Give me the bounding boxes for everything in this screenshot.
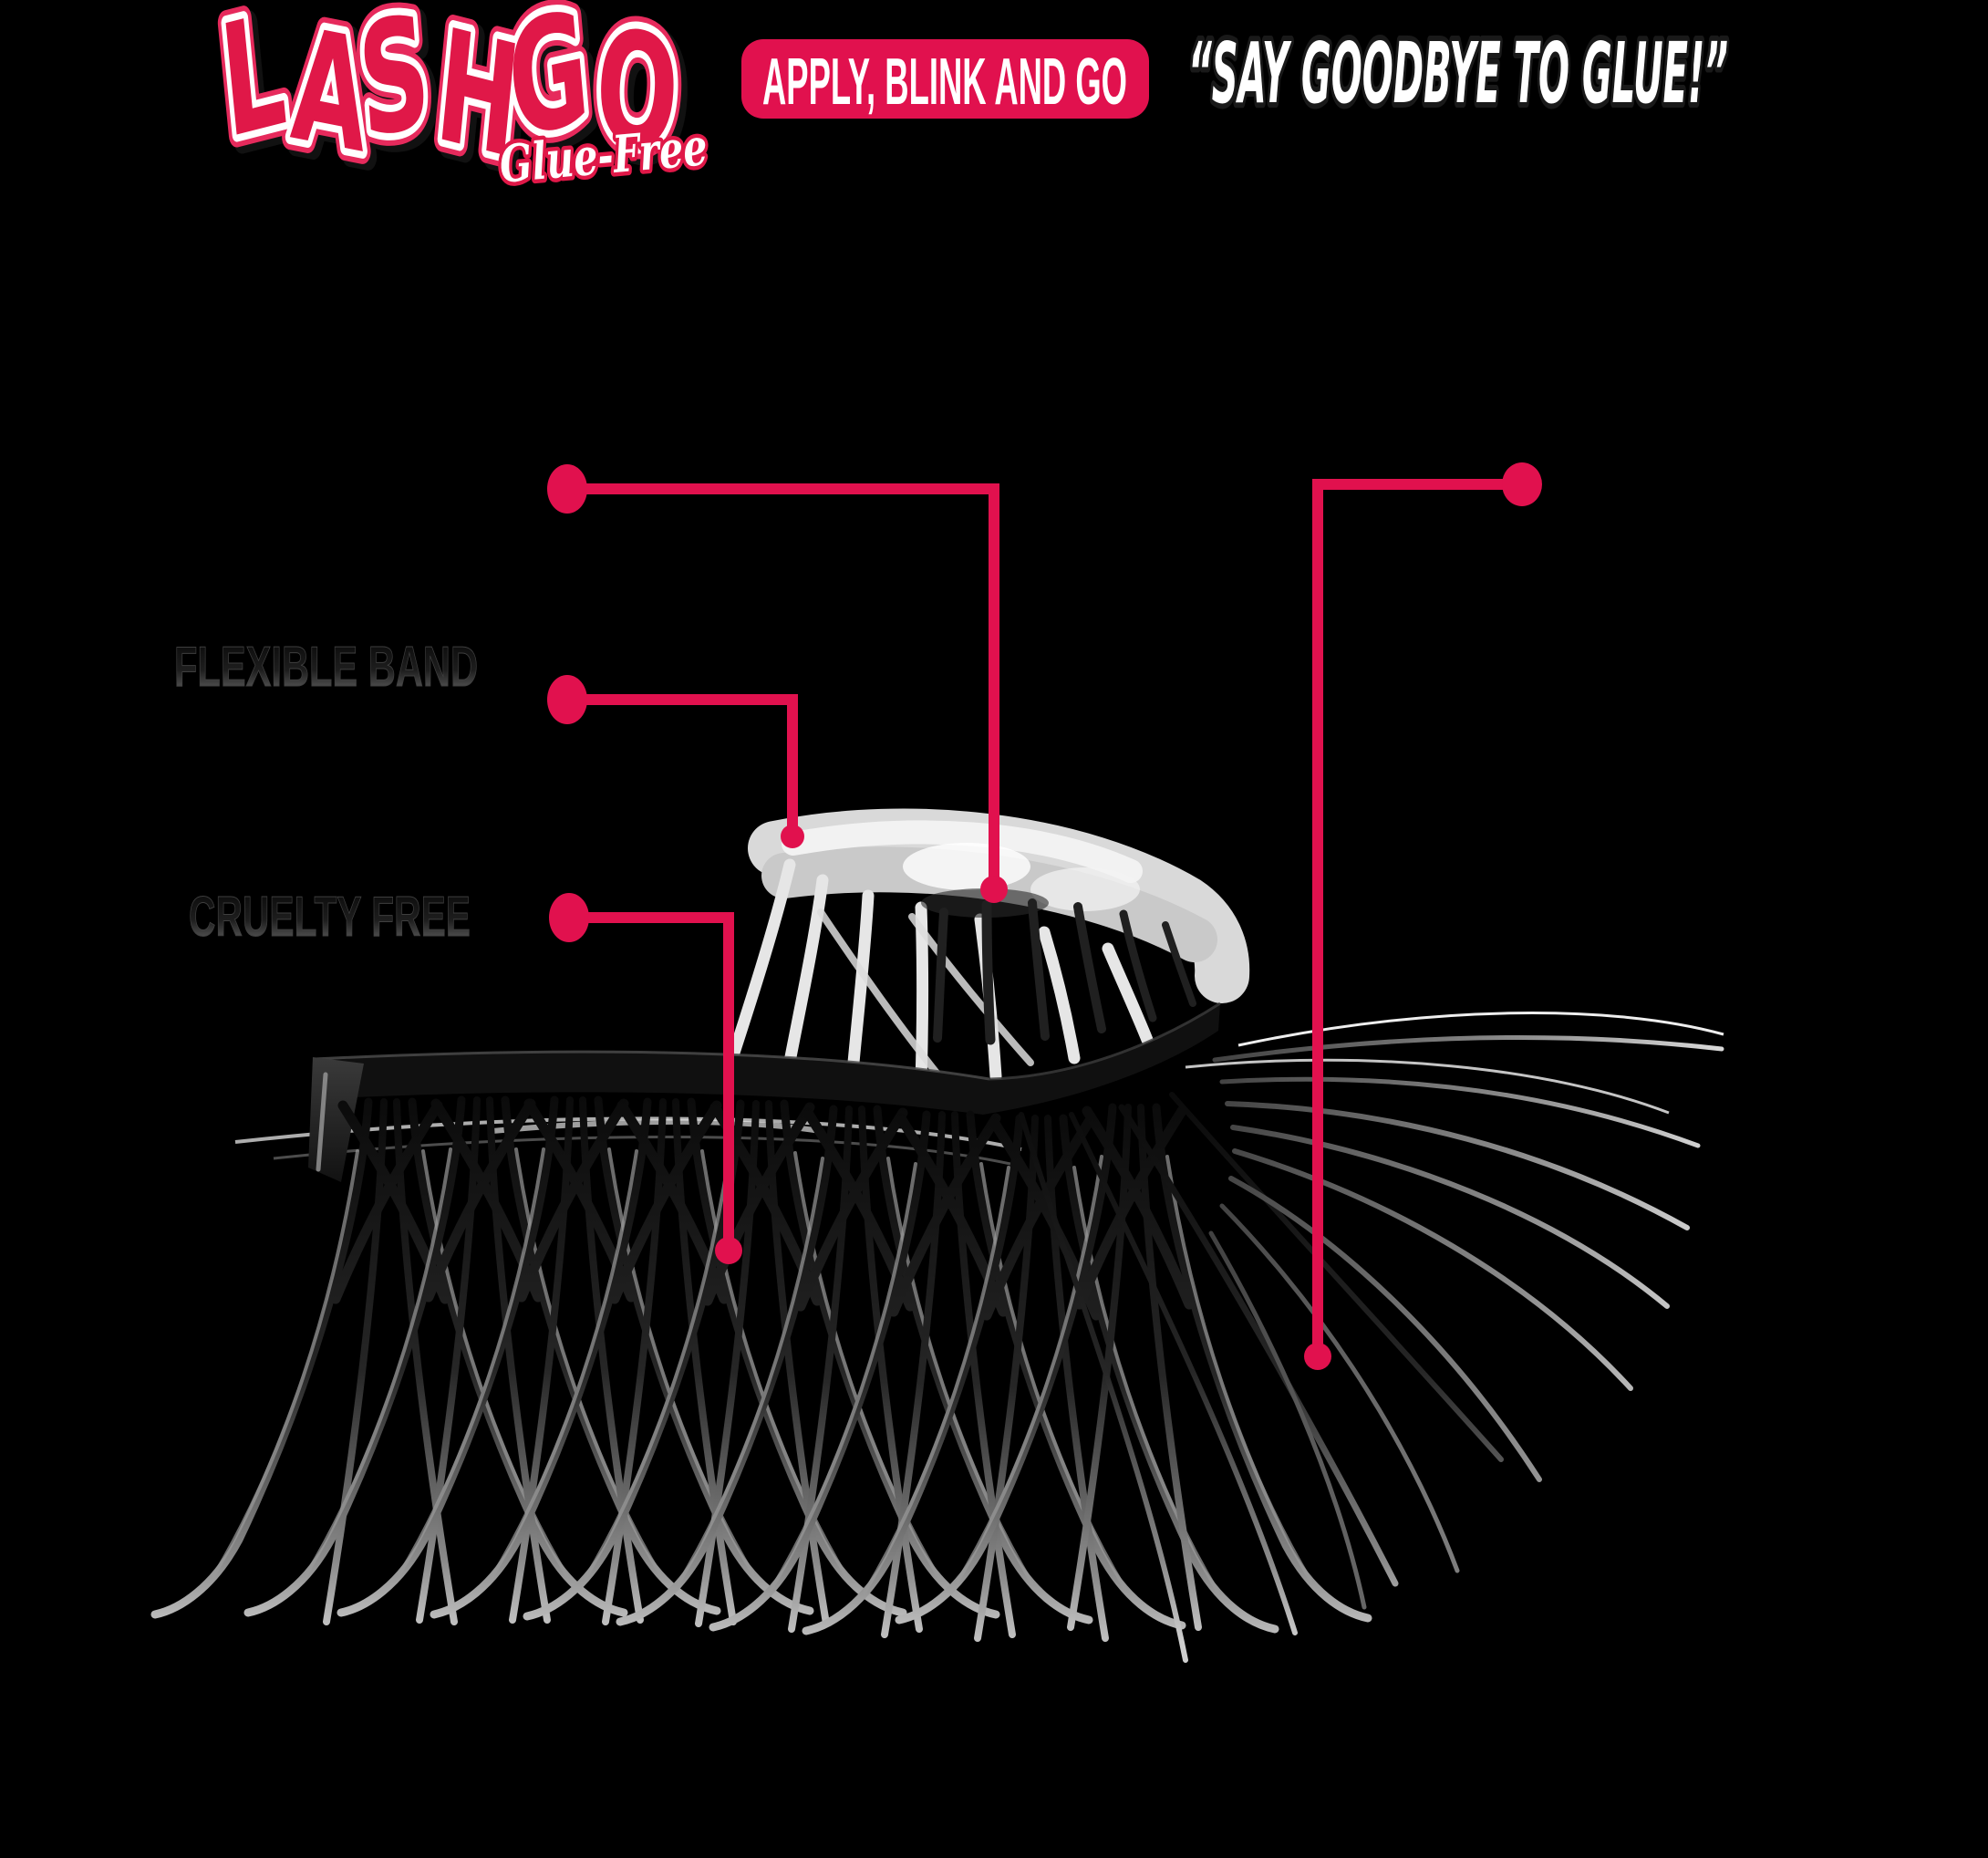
upper-left-callout-end-dot	[980, 876, 1008, 903]
goodbye-glue-quote: “SAY GOODBYE TO GLUE!”	[1188, 25, 1728, 122]
flexible-band-callout-line	[567, 694, 798, 835]
cruelty-free-callout	[549, 893, 742, 1264]
flexible-band-label: FLEXIBLE BAND	[174, 636, 478, 699]
right-callout	[1304, 462, 1542, 1370]
badge-background	[741, 39, 1149, 119]
lash-cluster	[248, 1100, 717, 1620]
upper-left-callout-dot	[547, 464, 587, 514]
flexible-band-callout	[547, 675, 804, 848]
flexible-band-callout-end-dot	[781, 825, 804, 848]
eyelash-photo-illustration	[155, 808, 1724, 1663]
upper-left-callout-line	[567, 483, 999, 889]
cruelty-free-callout-dot	[549, 893, 589, 942]
lash-band	[308, 1002, 1221, 1182]
callouts: FLEXIBLE BAND CRUELTY FREE	[174, 462, 1542, 1370]
cruelty-free-label: CRUELTY FREE	[189, 886, 471, 949]
cruelty-free-callout-end-dot	[715, 1237, 742, 1264]
upper-left-callout	[547, 464, 1008, 903]
lash-cluster	[806, 1118, 1275, 1638]
right-callout-line	[1312, 479, 1522, 1355]
badge-label: APPLY, BLINK AND GO	[762, 46, 1127, 119]
cruelty-free-callout-line	[569, 912, 734, 1250]
header: LASHGO LASHGO LASHGO LASHGO Glue-Free AP…	[192, 0, 1734, 205]
apply-blink-go-badge: APPLY, BLINK AND GO	[741, 39, 1149, 119]
right-sweep-lashes	[1185, 1012, 1724, 1610]
lash-cluster	[155, 1102, 624, 1622]
lashgo-logo: LASHGO LASHGO LASHGO LASHGO Glue-Free	[192, 0, 713, 205]
right-callout-end-dot	[1304, 1343, 1331, 1370]
right-callout-dot	[1502, 462, 1542, 506]
lash-band-end-tab	[308, 1057, 364, 1182]
lower-right-strands	[1019, 1092, 1504, 1663]
lash-clusters	[155, 1100, 1368, 1638]
flexible-band-callout-dot	[547, 675, 587, 724]
